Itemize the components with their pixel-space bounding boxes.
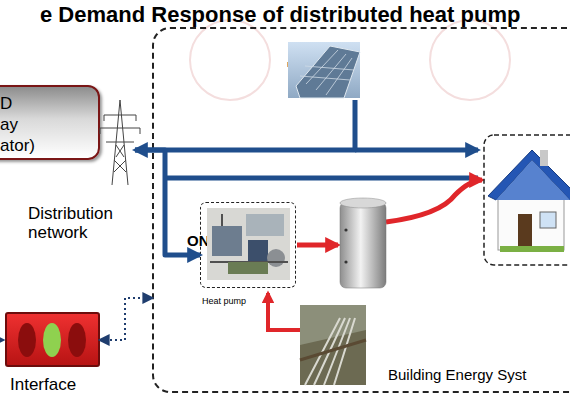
pv-label: PV: [287, 60, 298, 69]
interface-box: Interface: [5, 312, 100, 367]
heat-pump-box: ONHeat pump: [200, 202, 296, 288]
storage-tank: [340, 198, 386, 288]
pv-grid: [300, 50, 354, 95]
box-label: D ay ator): [0, 93, 52, 156]
pv-photo: [288, 42, 360, 98]
pv-node: PV: [284, 40, 362, 100]
heat-flow: [268, 293, 300, 330]
power-line: [355, 148, 478, 153]
tower-symbol: [100, 100, 140, 185]
heat-flow: [297, 243, 338, 248]
operator-box: D ay ator): [0, 85, 100, 160]
watermark-ring: [430, 20, 510, 100]
heat-pump-label: Heat pump: [202, 296, 246, 306]
house-symbol: [488, 150, 570, 252]
watermark-ring: [190, 20, 270, 100]
house-box: [484, 135, 570, 265]
ground-loop-photo: [300, 305, 366, 385]
signal-link: [100, 298, 152, 340]
system-boundary: Building Energy SystPVONHeat pump: [152, 27, 570, 393]
power-line: [165, 176, 478, 181]
boundary-label: Building Energy Syst: [388, 366, 570, 383]
title: e Demand Response of distributed heat pu…: [40, 2, 520, 28]
signal-arrow: [0, 339, 3, 341]
heat-flow: [386, 180, 482, 222]
power-link: [135, 100, 355, 150]
state-label: ON: [187, 232, 210, 249]
heat-pump-photo: [207, 208, 290, 280]
network-label: Distribution network: [28, 204, 136, 242]
interface-label: Interface: [10, 375, 76, 395]
network-node: Distribution network: [25, 92, 135, 242]
pv-panel: [296, 46, 360, 98]
